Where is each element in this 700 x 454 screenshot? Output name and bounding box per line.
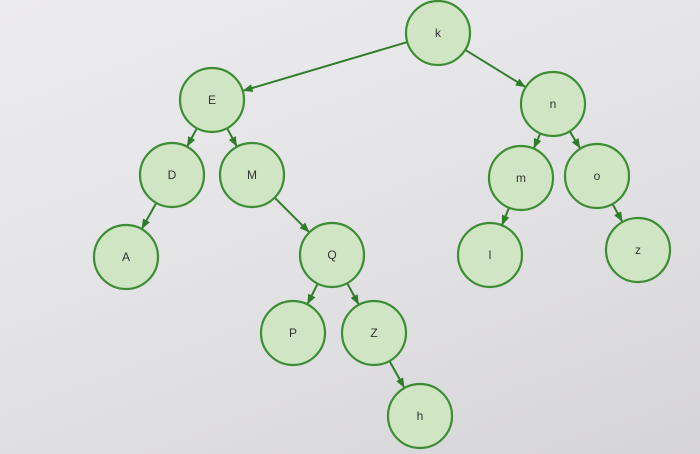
node-label: l	[489, 248, 492, 262]
node-label: z	[635, 243, 641, 257]
edge-k-E	[242, 41, 408, 92]
tree-node-P: P	[259, 299, 327, 367]
tree-node-h: h	[386, 382, 454, 450]
tree-node-M: M	[218, 141, 286, 209]
node-label: k	[435, 26, 442, 40]
edge-n-o	[568, 130, 581, 149]
tree-node-l: l	[456, 221, 524, 289]
node-circle	[92, 223, 160, 291]
tree-node-E: E	[178, 66, 246, 134]
edge-D-A	[141, 202, 158, 230]
node-label: P	[289, 326, 297, 340]
node-circle	[298, 221, 366, 289]
node-circle	[259, 299, 327, 367]
node-label: M	[247, 168, 257, 182]
node-circle	[487, 144, 555, 212]
tree-node-A: A	[92, 223, 160, 291]
node-circle	[563, 142, 631, 210]
tree-node-Z: Z	[340, 299, 408, 367]
node-label: A	[122, 250, 130, 264]
tree-node-Q: Q	[298, 221, 366, 289]
node-circle	[456, 221, 524, 289]
edge-o-z	[611, 203, 623, 222]
tree-node-n: n	[519, 70, 587, 138]
node-circle	[340, 299, 408, 367]
node-label: o	[594, 169, 601, 183]
node-label: Q	[327, 248, 336, 262]
edge-E-D	[186, 127, 198, 147]
edge-k-n	[464, 48, 526, 88]
node-circle	[218, 141, 286, 209]
node-label: n	[550, 97, 557, 111]
node-label: m	[516, 171, 526, 185]
node-circle	[138, 141, 206, 209]
node-circle	[404, 0, 472, 67]
edge-Q-Z	[346, 282, 360, 305]
node-circle	[519, 70, 587, 138]
node-circle	[178, 66, 246, 134]
tree-node-o: o	[563, 142, 631, 210]
edge-Q-P	[306, 283, 319, 305]
node-circle	[604, 216, 672, 284]
edge-M-Q	[273, 196, 310, 233]
edges-layer	[141, 41, 623, 388]
edge-E-M	[226, 127, 238, 147]
edge-n-m	[533, 133, 542, 149]
tree-node-k: k	[404, 0, 472, 67]
edge-Z-h	[388, 360, 405, 388]
node-label: Z	[370, 326, 377, 340]
tree-node-z: z	[604, 216, 672, 284]
edge-m-l	[501, 207, 510, 226]
node-circle	[386, 382, 454, 450]
node-label: h	[417, 409, 424, 423]
node-label: D	[168, 168, 177, 182]
node-label: E	[208, 93, 216, 107]
tree-node-D: D	[138, 141, 206, 209]
tree-node-m: m	[487, 144, 555, 212]
